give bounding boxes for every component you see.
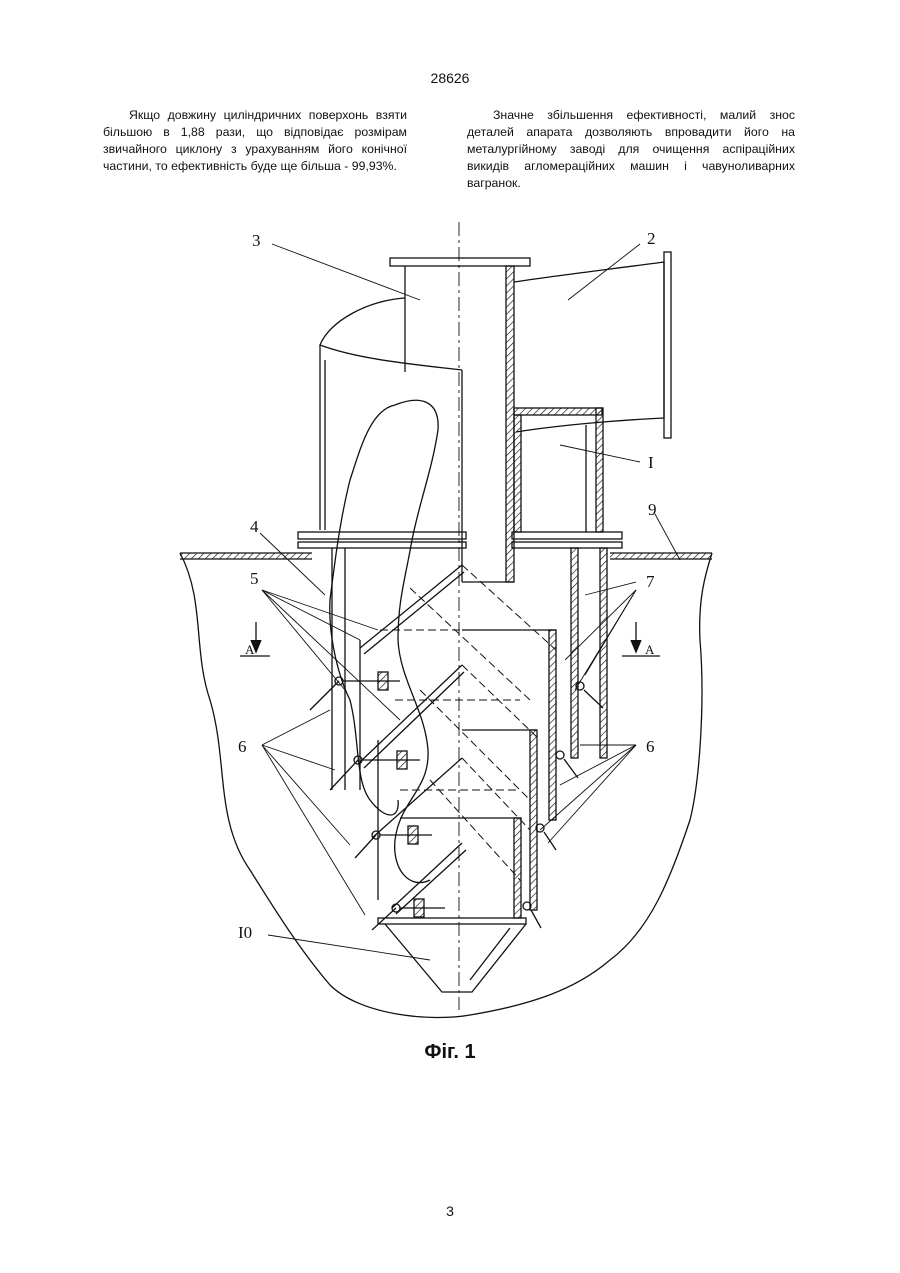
inlet-flange (664, 252, 671, 438)
label-6-right: 6 (646, 737, 655, 756)
valve-4 (372, 899, 445, 930)
swirl-plate-4 (392, 843, 462, 908)
top-flange (390, 258, 530, 266)
label-3: 3 (252, 231, 261, 250)
cutaway-outline (395, 400, 438, 882)
label-5: 5 (250, 569, 259, 588)
swirl-plate-1 (360, 565, 462, 648)
hopper-top (378, 918, 526, 924)
label-A-left: A (245, 642, 255, 657)
swirl-plate-2 (360, 665, 462, 762)
inlet-duct (514, 262, 664, 432)
mid-flange-right (512, 532, 622, 539)
chamber-right-wall (596, 408, 603, 532)
spiral-inlet (320, 298, 462, 370)
label-9: 9 (648, 500, 657, 519)
valve-5 (576, 682, 603, 708)
label-10: I0 (238, 923, 252, 942)
label-A-right: A (645, 642, 655, 657)
mid-flange-left (298, 532, 466, 539)
label-4: 4 (250, 517, 259, 536)
page-number: 3 (0, 1203, 900, 1219)
label-7: 7 (646, 572, 655, 591)
label-2: 2 (647, 229, 656, 248)
label-6-left: 6 (238, 737, 247, 756)
chamber-top-wall (514, 408, 602, 415)
valve-3 (355, 826, 432, 858)
label-I: I (648, 453, 654, 472)
ground-outline (180, 553, 712, 1017)
figure-caption: Фіг. 1 (0, 1041, 900, 1064)
exhaust-pipe-right-wall (506, 266, 514, 582)
